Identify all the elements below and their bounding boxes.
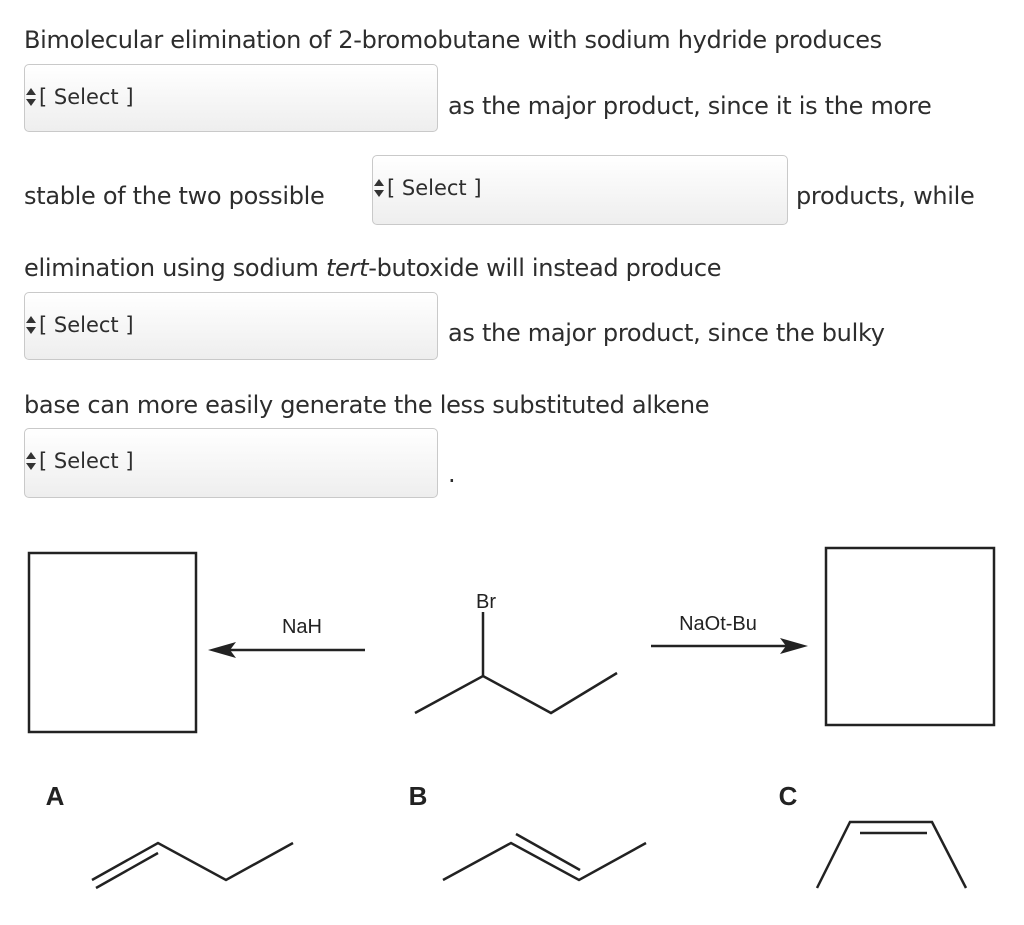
- select-value: [ Select ]: [39, 85, 134, 109]
- reagent-nah: NaH: [282, 616, 322, 638]
- select-dropdown-4[interactable]: [ Select ]: [24, 428, 438, 498]
- text-part: -butoxide will instead produce: [368, 254, 722, 282]
- question-text-line5: as the major product, since the bulky: [448, 319, 885, 347]
- select-dropdown-1[interactable]: [ Select ]: [24, 64, 438, 132]
- text-italic: tert: [325, 254, 369, 282]
- question-text-line3b: products, while: [796, 182, 975, 210]
- option-label-b: B: [409, 781, 428, 811]
- updown-arrow-icon: [26, 452, 36, 470]
- option-label-c: C: [779, 781, 798, 811]
- right-arrow-icon: [651, 638, 808, 654]
- answer-box-left: [27, 551, 198, 734]
- trans-2-butene-structure: [442, 832, 647, 882]
- bromine-label: Br: [476, 591, 496, 613]
- sentence-period: .: [448, 460, 456, 488]
- question-text-line4: elimination using sodium tert-butoxide w…: [24, 254, 722, 282]
- answer-box-right: [824, 546, 996, 727]
- updown-arrow-icon: [26, 88, 36, 106]
- reagent-naotbu: NaOt-Bu: [679, 613, 757, 635]
- text-part: elimination using sodium: [24, 254, 326, 282]
- updown-arrow-icon: [374, 179, 384, 197]
- left-arrow-icon: [208, 642, 365, 658]
- select-value: [ Select ]: [39, 313, 134, 337]
- cis-2-butene-structure: [815, 820, 968, 889]
- question-text-line6: base can more easily generate the less s…: [24, 391, 710, 419]
- question-text-line1: Bimolecular elimination of 2-bromobutane…: [24, 26, 882, 54]
- question-text-line3a: stable of the two possible: [24, 182, 325, 210]
- updown-arrow-icon: [26, 316, 36, 334]
- select-value: [ Select ]: [39, 449, 134, 473]
- select-value: [ Select ]: [387, 176, 482, 200]
- 2-bromobutane-skeleton: [414, 671, 618, 715]
- 1-butene-structure: [91, 841, 294, 890]
- option-label-a: A: [46, 781, 65, 811]
- select-dropdown-2[interactable]: [ Select ]: [372, 155, 788, 225]
- question-text-line2: as the major product, since it is the mo…: [448, 92, 932, 120]
- select-dropdown-3[interactable]: [ Select ]: [24, 292, 438, 360]
